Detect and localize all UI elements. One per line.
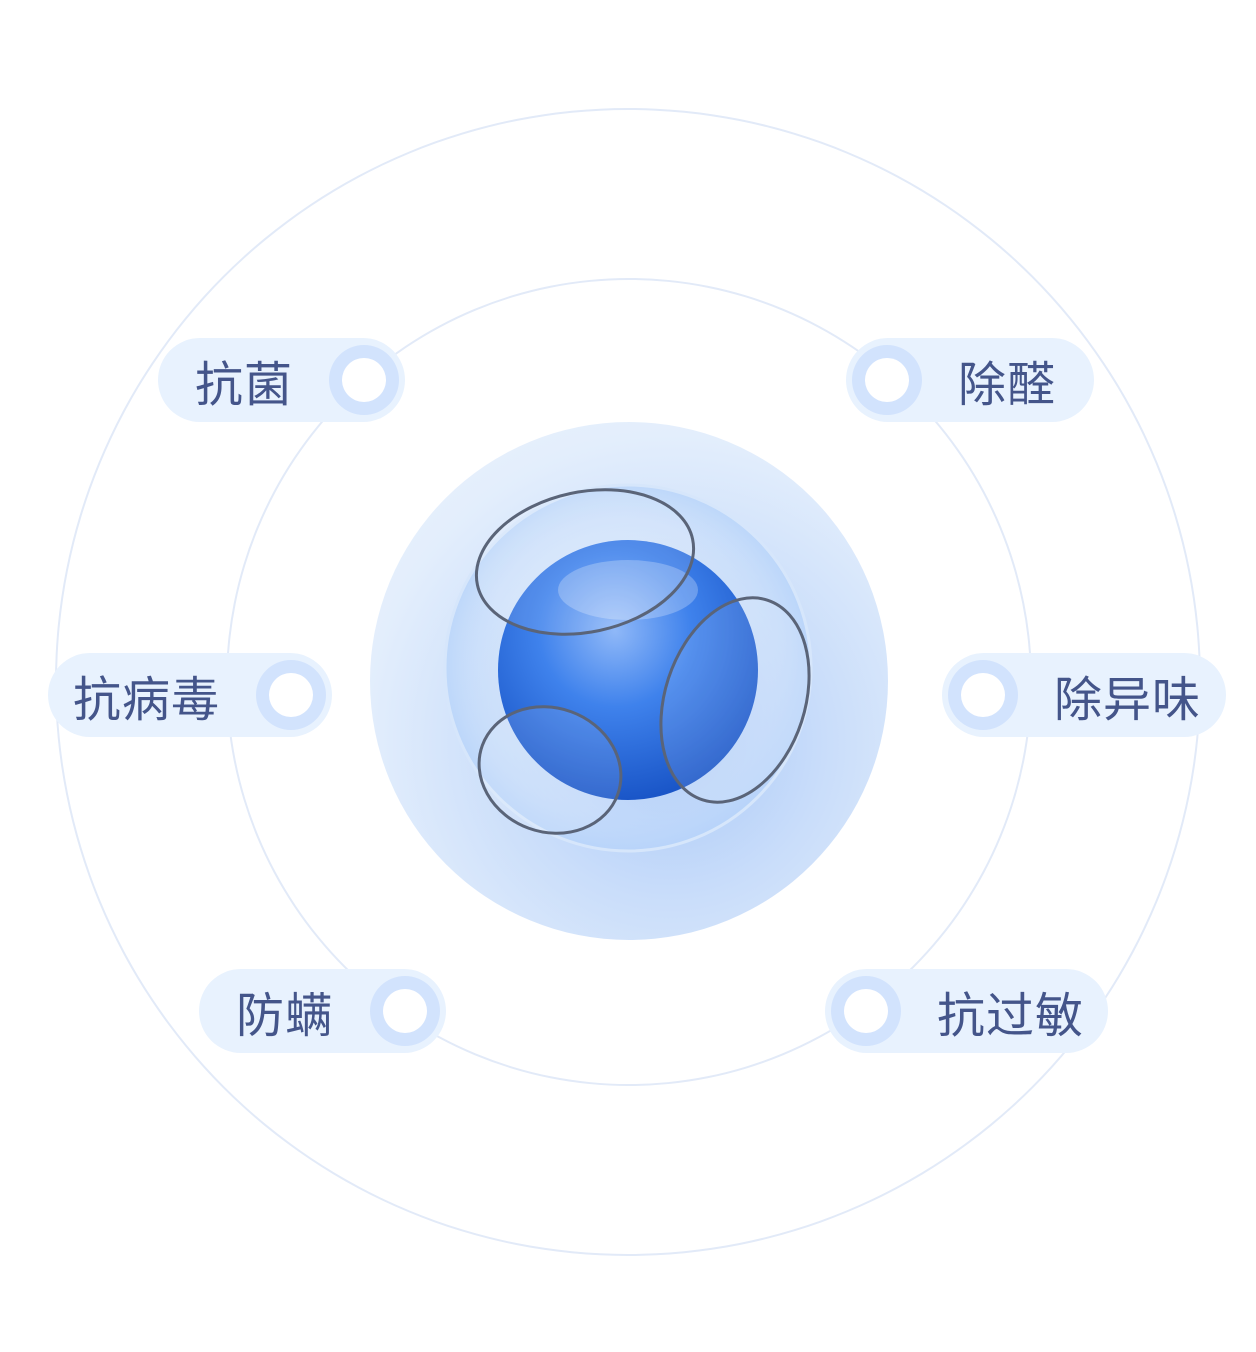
- feature-antibacterial: 抗菌: [158, 338, 405, 422]
- feature-label: 除醛: [958, 357, 1057, 413]
- feature-formaldehyde-removal: 除醛: [846, 338, 1094, 422]
- ring-icon: [329, 345, 399, 415]
- ring-icon: [831, 976, 901, 1046]
- feature-label: 除异味: [1054, 672, 1202, 728]
- feature-label: 抗菌: [194, 357, 293, 413]
- feature-anti-allergy: 抗过敏: [825, 969, 1108, 1053]
- molecule-sphere-icon: [443, 483, 813, 853]
- ring-icon: [948, 660, 1018, 730]
- feature-anti-mite: 防螨: [199, 969, 446, 1053]
- feature-label: 防螨: [235, 988, 334, 1044]
- feature-antiviral: 抗病毒: [48, 653, 332, 737]
- feature-label: 抗过敏: [937, 988, 1085, 1044]
- ring-icon: [256, 660, 326, 730]
- feature-label: 抗病毒: [72, 672, 220, 728]
- ring-icon: [370, 976, 440, 1046]
- feature-odor-removal: 除异味: [942, 653, 1226, 737]
- ring-icon: [852, 345, 922, 415]
